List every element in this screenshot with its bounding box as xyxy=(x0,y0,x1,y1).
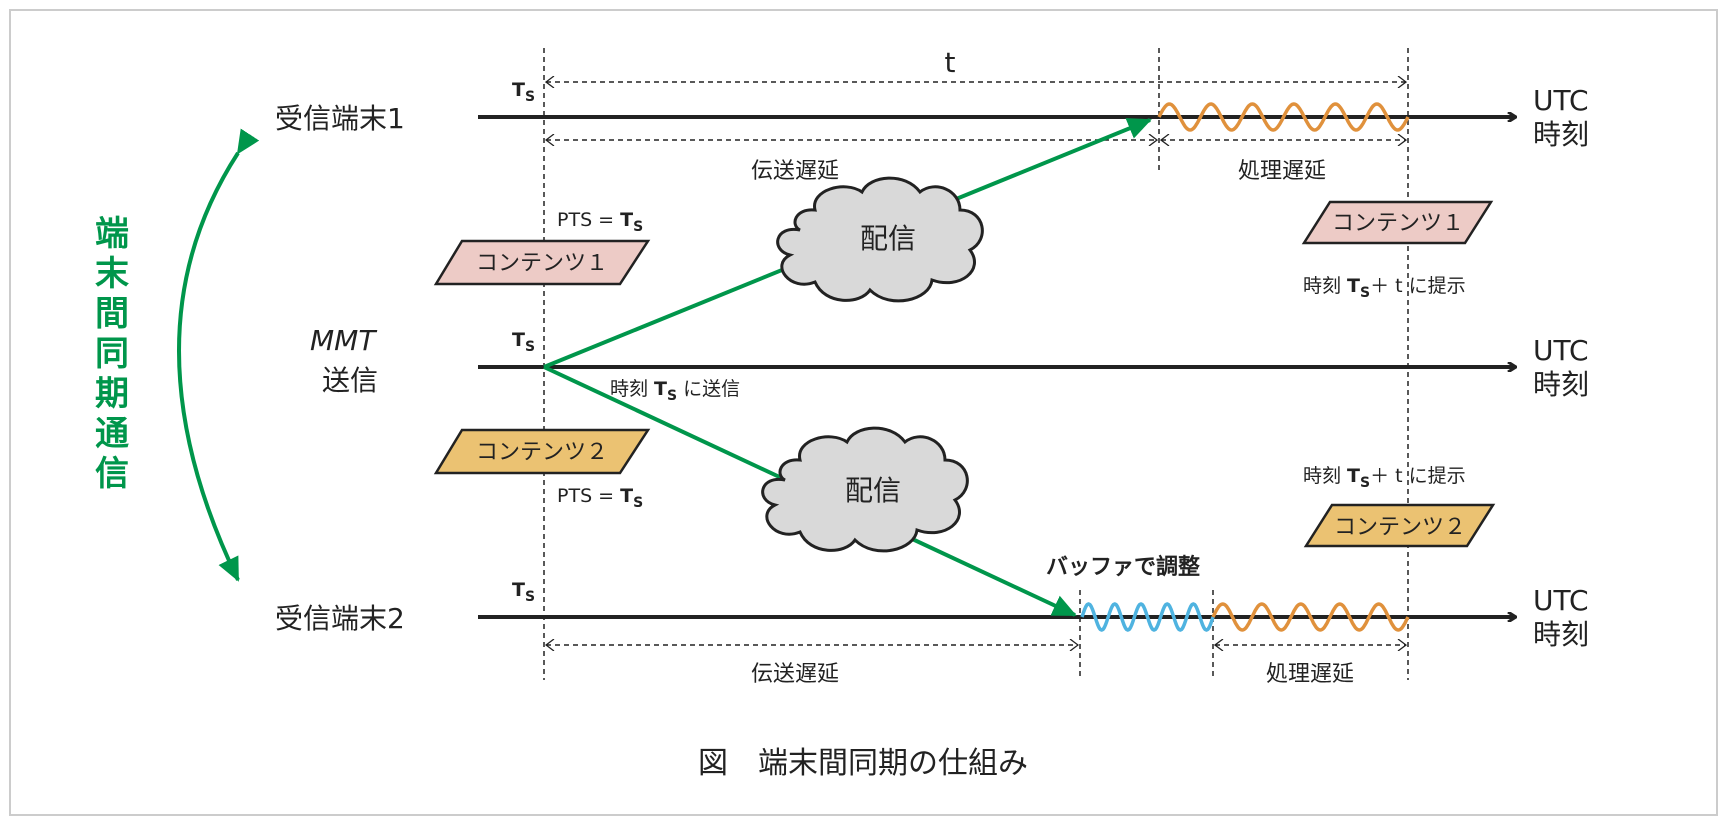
frame xyxy=(9,9,1718,816)
figure-caption: 図 端末間同期の仕組み xyxy=(698,746,1028,781)
buffer-note: バッファで調整 xyxy=(1046,554,1200,580)
receiver2-ts: TS xyxy=(512,579,535,605)
svg-text:時刻: 時刻 xyxy=(1533,368,1589,401)
svg-text:UTC: UTC xyxy=(1533,584,1589,617)
content1-box-sender: コンテンツ１ xyxy=(433,239,651,286)
transmission-delay1-label: 伝送遅延 xyxy=(751,159,839,184)
pts-label2: PTS = TS xyxy=(557,485,643,511)
cloud1-label: 配信 xyxy=(860,222,916,255)
content2-box-sender: コンテンツ２ xyxy=(433,428,651,475)
receiver1-ts: TS xyxy=(512,79,535,105)
content1-box-receiver: コンテンツ１ xyxy=(1301,200,1494,245)
buffer-wave xyxy=(1080,602,1215,632)
svg-text:時刻: 時刻 xyxy=(1533,618,1589,651)
sender-axis-label: UTC 時刻 xyxy=(1533,334,1589,401)
present-note2: 時刻 TS＋ t に提示 xyxy=(1303,465,1466,491)
transmission-delay2-label: 伝送遅延 xyxy=(751,662,839,687)
pts-label1: PTS = TS xyxy=(557,209,643,235)
svg-text:UTC: UTC xyxy=(1533,334,1589,367)
content1-label: コンテンツ１ xyxy=(476,251,608,276)
cloud1: 配信 xyxy=(776,176,984,303)
present-note1: 時刻 TS＋ t に提示 xyxy=(1303,275,1466,301)
cloud2: 配信 xyxy=(761,426,969,553)
sync-label-char: 信 xyxy=(95,454,129,494)
sender-ts: TS xyxy=(512,329,535,355)
sync-double-arrow xyxy=(177,128,260,582)
sync-label-char: 期 xyxy=(95,374,129,414)
receiver2-label: 受信端末2 xyxy=(275,602,405,635)
sync-label-char: 間 xyxy=(95,294,129,334)
receiver1-label: 受信端末1 xyxy=(275,102,405,135)
svg-text:時刻: 時刻 xyxy=(1533,118,1589,151)
send-note: 時刻 TS に送信 xyxy=(610,378,740,404)
cloud2-label: 配信 xyxy=(845,474,901,507)
sender-label-1: MMT xyxy=(310,324,377,357)
sync-label-char: 末 xyxy=(95,254,129,294)
t-label: t xyxy=(945,46,956,79)
content1-label: コンテンツ１ xyxy=(1332,211,1464,236)
receiver1-axis-label: UTC 時刻 xyxy=(1533,84,1589,151)
receiver2-axis-label: UTC 時刻 xyxy=(1533,584,1589,651)
sync-label-char: 端 xyxy=(95,214,129,254)
svg-text:UTC: UTC xyxy=(1533,84,1589,117)
sender-label-2: 送信 xyxy=(322,364,378,397)
processing-wave2 xyxy=(1211,602,1410,632)
processing-delay2-label: 処理遅延 xyxy=(1266,662,1354,687)
sync-label-char: 同 xyxy=(95,334,129,374)
sync-label-char: 通 xyxy=(95,414,129,454)
content2-label: コンテンツ２ xyxy=(1334,515,1466,540)
content2-box-receiver: コンテンツ２ xyxy=(1303,503,1496,548)
processing-delay1-label: 処理遅延 xyxy=(1238,159,1326,184)
content2-label: コンテンツ２ xyxy=(476,440,608,465)
processing-wave1 xyxy=(1157,102,1410,132)
